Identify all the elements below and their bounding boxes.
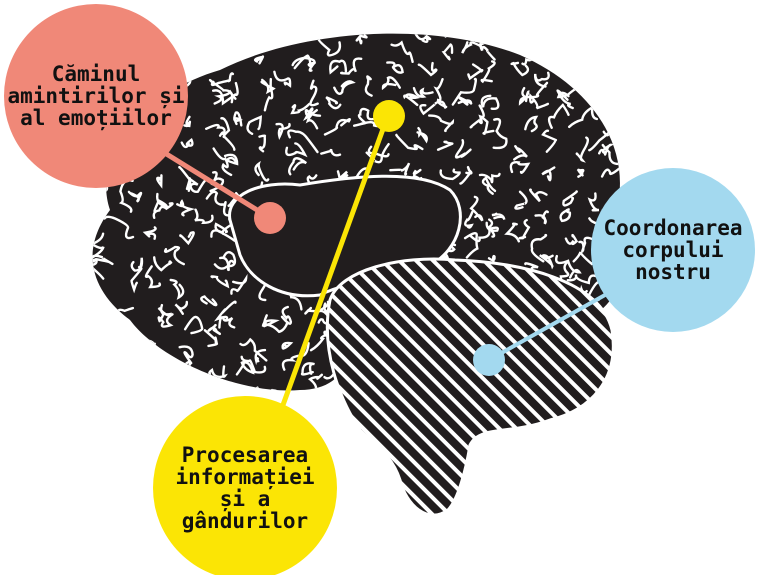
cortex-fold: [614, 327, 628, 350]
cortex-fold: [89, 319, 104, 348]
cortex-fold: [274, 12, 285, 35]
memory-label-line2: amintirilor și: [7, 85, 184, 107]
thinking-label-line2: informației: [175, 466, 314, 488]
coordination-label-line1: Coordonarea: [603, 217, 742, 239]
cortex-fold: [65, 348, 80, 372]
cortex-fold: [537, 45, 553, 61]
cortex-fold: [240, 38, 263, 48]
cortex-fold: [75, 280, 95, 287]
cortex-fold: [575, 61, 600, 74]
cortex-fold: [122, 395, 134, 409]
cortex-fold: [614, 345, 623, 354]
cortex-fold: [135, 340, 156, 353]
cortex-fold: [138, 344, 155, 357]
cortex-fold: [581, 29, 601, 41]
memory-label-line1: Căminul: [7, 63, 184, 85]
cerebellum-region: [327, 259, 613, 515]
thinking-label-line1: Procesarea: [175, 444, 314, 466]
cortex-fold: [210, 58, 222, 67]
thinking-dot: [373, 100, 405, 132]
cortex-fold: [627, 31, 638, 58]
cortex-fold: [79, 233, 95, 242]
cortex-fold: [82, 324, 94, 331]
cortex-fold: [221, 50, 233, 63]
cortex-fold: [110, 368, 133, 381]
coordination-label: Coordonarea corpului nostru: [592, 200, 754, 300]
cortex-fold: [619, 71, 631, 82]
cortex-fold: [147, 389, 166, 418]
cortex-fold: [77, 205, 91, 216]
memory-dot: [254, 202, 286, 234]
cortex-fold: [601, 60, 623, 71]
cortex-fold: [311, 16, 322, 39]
memory-label: Căminul amintirilor și al emoțiilor: [4, 40, 188, 152]
cortex-fold: [615, 131, 626, 142]
cortex-fold: [605, 90, 624, 105]
cortex-fold: [157, 363, 178, 375]
cortex-fold: [610, 98, 624, 107]
coordination-dot: [473, 344, 505, 376]
cortex-fold: [625, 153, 641, 167]
thinking-label-line3: și a: [175, 488, 314, 510]
coordination-label-line3: nostru: [603, 261, 742, 283]
cortex-fold: [59, 300, 77, 312]
cortex-fold: [580, 75, 604, 88]
cortex-fold: [102, 354, 124, 372]
thinking-label-line4: gândurilor: [175, 510, 314, 532]
cortex-fold: [207, 36, 220, 52]
cortex-fold: [104, 314, 115, 324]
cortex-fold: [71, 194, 86, 225]
cortex-fold: [624, 358, 635, 370]
cortex-fold: [106, 388, 126, 398]
cortex-fold: [215, 39, 239, 54]
cortex-fold: [626, 44, 638, 54]
thinking-label: Procesarea informației și a gândurilor: [154, 420, 336, 556]
cortex-fold: [76, 294, 101, 308]
cortex-fold: [482, 33, 496, 44]
cortex-fold: [433, 13, 452, 37]
cortex-fold: [192, 388, 206, 400]
cortex-fold: [171, 362, 190, 375]
coordination-label-line2: corpului: [603, 239, 742, 261]
cortex-fold: [572, 37, 589, 45]
memory-label-line3: al emoțiilor: [7, 107, 184, 129]
cortex-fold: [175, 387, 186, 397]
cortex-fold: [510, 34, 521, 42]
cortex-fold: [69, 356, 81, 369]
cortex-fold: [619, 386, 632, 405]
cortex-fold: [81, 374, 94, 391]
